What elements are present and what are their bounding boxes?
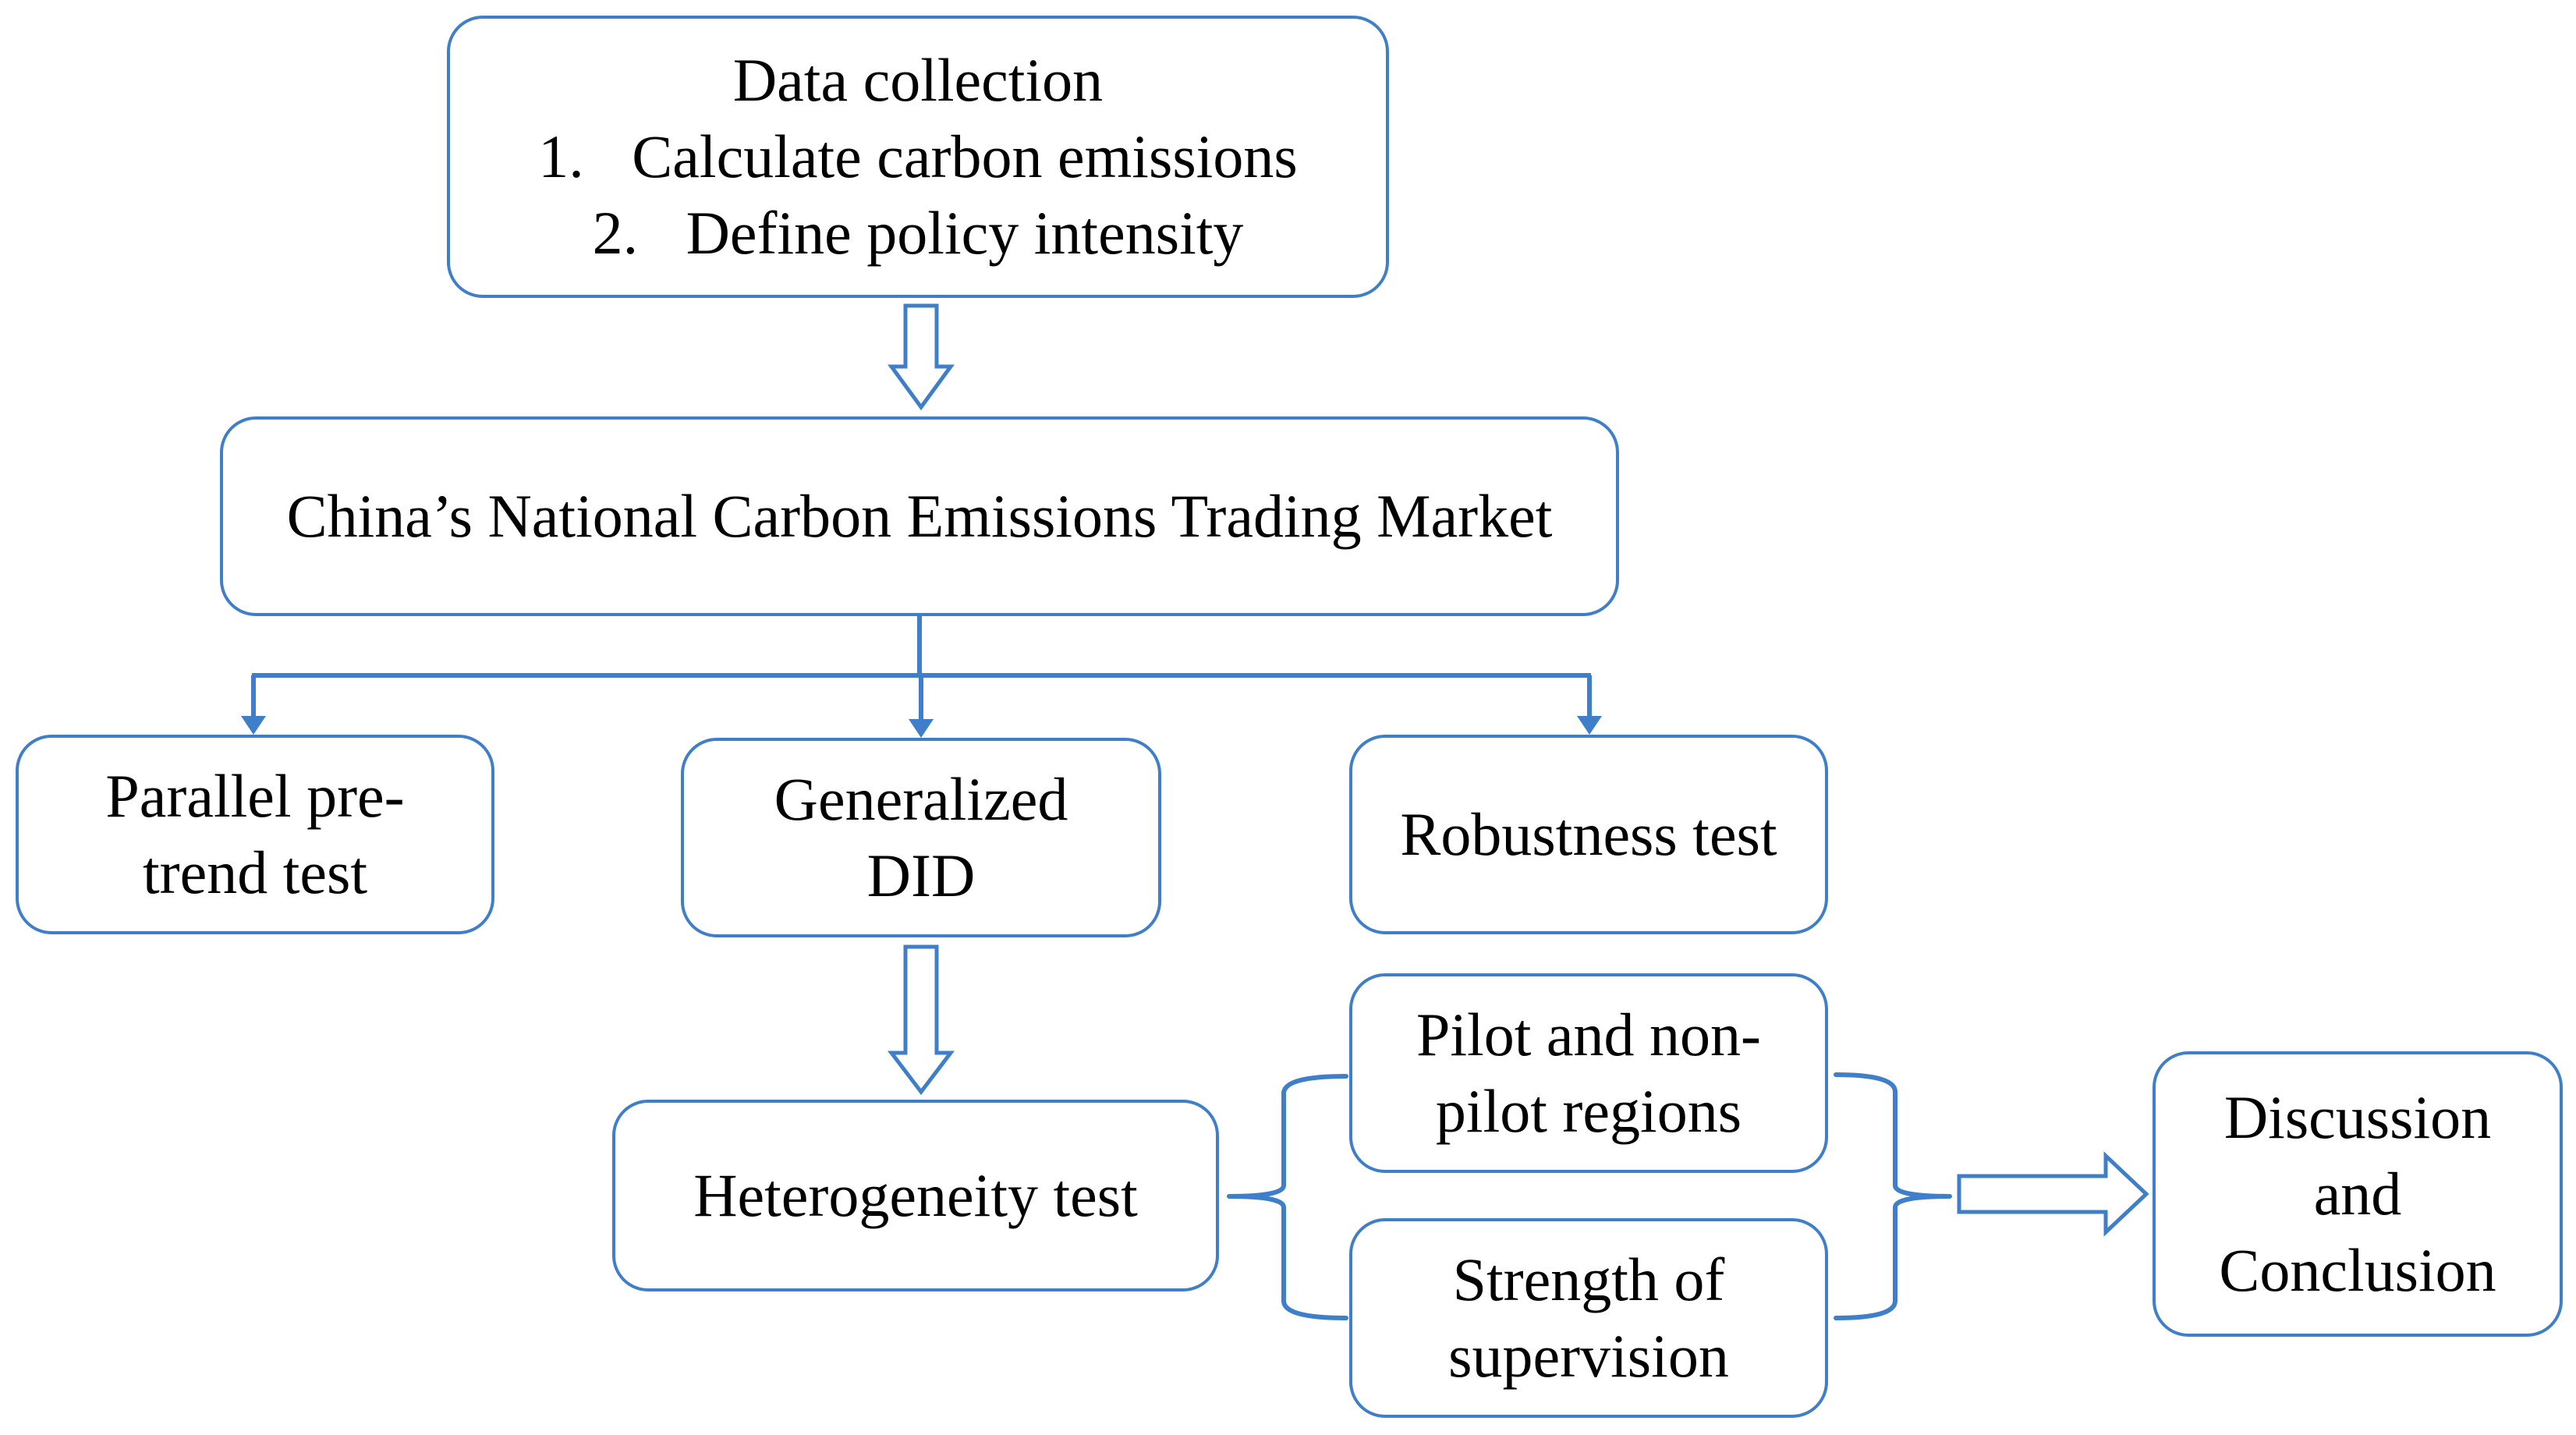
left-brace (1227, 1074, 1348, 1320)
discussion-label-line-3: Conclusion (2219, 1236, 2496, 1304)
hollow-arrow-right (1957, 1151, 2149, 1237)
strength-label-line-1: Strength of (1452, 1245, 1725, 1313)
arrowhead-right (1577, 716, 1602, 735)
discussion-conclusion-box: Discussion and Conclusion (2153, 1051, 2563, 1337)
strength-label-line-2: supervision (1448, 1322, 1729, 1390)
step-text: Calculate carbon emissions (632, 122, 1298, 190)
data-collection-title: Data collection (732, 46, 1104, 114)
pilot-label-line-1: Pilot and non- (1416, 1001, 1761, 1068)
hollow-arrow-down-1 (888, 303, 955, 411)
robustness-test-box: Robustness test (1349, 735, 1828, 934)
did-label-line-1: Generalized (774, 765, 1068, 833)
did-label-line-2: DID (866, 842, 976, 909)
hollow-arrow-down-2 (887, 944, 955, 1096)
discussion-label-line-2: and (2313, 1160, 2402, 1228)
data-collection-step-1: 1. Calculate carbon emissions (538, 119, 1297, 195)
data-collection-step-2: 2. Define policy intensity (593, 195, 1244, 271)
pilot-regions-box: Pilot and non- pilot regions (1349, 973, 1828, 1173)
generalized-did-box: Generalized DID (681, 738, 1161, 937)
national-carbon-market-box: China’s National Carbon Emissions Tradin… (220, 416, 1619, 616)
right-brace (1834, 1072, 1952, 1320)
robustness-label: Robustness test (1400, 800, 1777, 868)
step-number: 1. (538, 122, 584, 190)
arrowhead-mid (909, 719, 934, 738)
data-collection-box: Data collection 1. Calculate carbon emiss… (447, 16, 1389, 298)
step-text: Define policy intensity (686, 199, 1244, 267)
heterogeneity-label: Heterogeneity test (693, 1161, 1138, 1229)
supervision-strength-box: Strength of supervision (1349, 1218, 1828, 1418)
parallel-pretrend-test-box: Parallel pre- trend test (16, 735, 494, 934)
parallel-label-line-1: Parallel pre- (105, 762, 405, 830)
heterogeneity-test-box: Heterogeneity test (612, 1100, 1219, 1292)
step-number: 2. (592, 199, 639, 267)
pilot-label-line-2: pilot regions (1435, 1077, 1742, 1145)
parallel-label-line-2: trend test (142, 838, 368, 906)
market-label: China’s National Carbon Emissions Tradin… (286, 482, 1553, 550)
discussion-label-line-1: Discussion (2223, 1083, 2492, 1151)
arrowhead-left (241, 716, 266, 735)
